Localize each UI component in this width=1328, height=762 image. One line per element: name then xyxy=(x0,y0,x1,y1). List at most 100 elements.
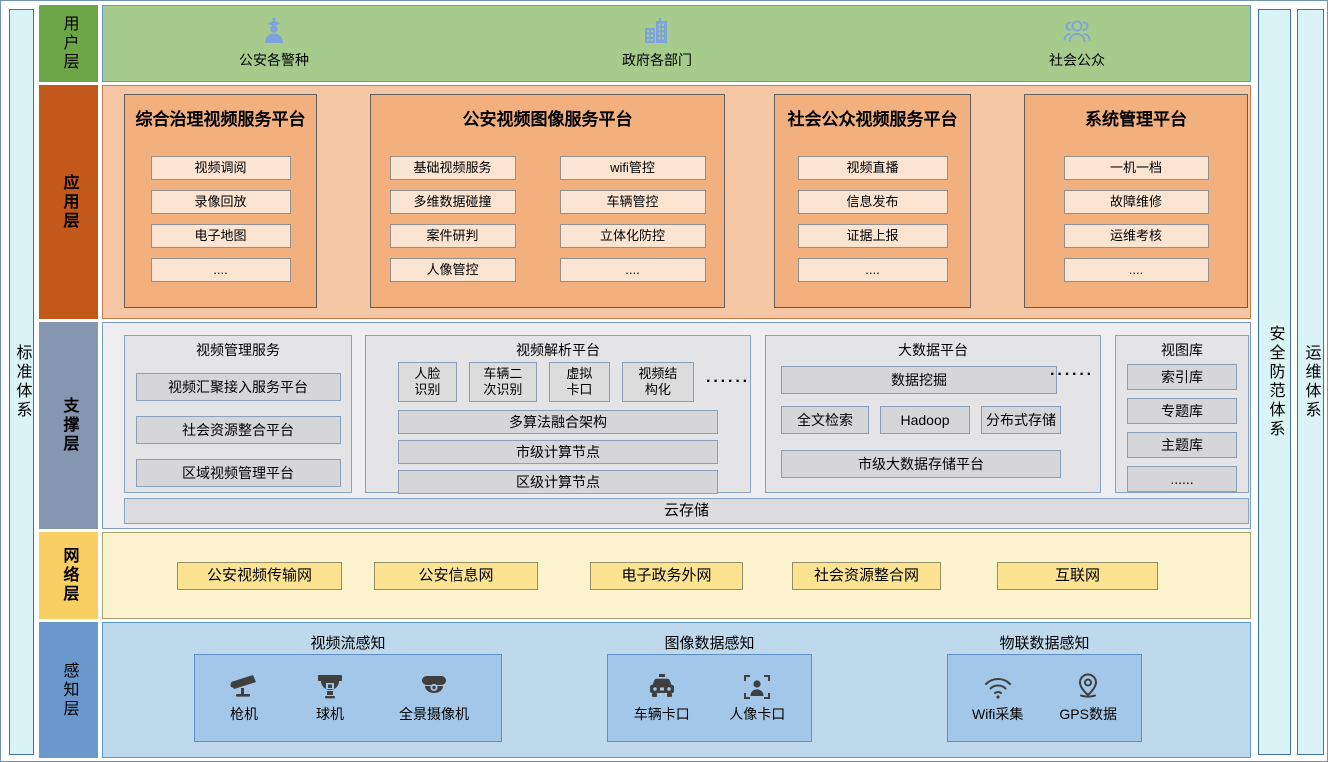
support-item: 专题库 xyxy=(1127,398,1237,424)
network-item: 电子政务外网 xyxy=(590,562,743,590)
device-box: 车辆卡口 人像卡口 xyxy=(607,654,812,742)
vehicle-checkpoint-icon xyxy=(649,674,674,697)
group-image-data-sensing: 图像数据感知 车辆卡口 xyxy=(607,632,812,742)
support-item: Hadoop xyxy=(880,406,970,434)
user-group-label: 社会公众 xyxy=(1049,52,1105,68)
ellipsis-dots: ······ xyxy=(706,373,750,390)
device-label: 全景摄像机 xyxy=(399,706,469,722)
app-item: 多维数据碰撞 xyxy=(389,190,516,214)
ops-system-bar: 运维体系 xyxy=(1297,9,1324,755)
user-layer-row: 公安各警种 政府各部门 xyxy=(102,5,1251,82)
device-bullet-camera: 枪机 xyxy=(227,672,261,724)
platform-title: 综合治理视频服务平台 xyxy=(135,110,306,129)
network-item: 互联网 xyxy=(997,562,1158,590)
panoramic-camera-icon xyxy=(422,676,446,693)
network-item: 社会资源整合网 xyxy=(792,562,941,590)
support-item: 分布式存储 xyxy=(981,406,1061,434)
government-buildings-icon xyxy=(645,18,667,43)
support-item: 区域视频管理平台 xyxy=(135,459,341,487)
support-item: ...... xyxy=(1127,466,1237,492)
device-label: GPS数据 xyxy=(1059,706,1117,722)
device-label: 人像卡口 xyxy=(729,706,786,722)
platform-system-management: 系统管理平台 一机一档 故障维修 运维考核 .... xyxy=(1024,94,1248,308)
user-group-police: 公安各警种 xyxy=(184,16,364,70)
wifi-icon xyxy=(984,678,1011,699)
app-item: 故障维修 xyxy=(1063,190,1209,214)
network-layer-row: 公安视频传输网 公安信息网 电子政务外网 社会资源整合网 互联网 xyxy=(102,532,1251,619)
support-item: 区级计算节点 xyxy=(398,470,718,494)
app-item: 立体化防控 xyxy=(559,224,706,248)
support-item: 主题库 xyxy=(1127,432,1237,458)
network-layer-label: 网络层 xyxy=(39,532,98,619)
group-title: 物联数据感知 xyxy=(999,635,1090,652)
app-item: 电子地图 xyxy=(150,224,291,248)
app-item: .... xyxy=(1063,258,1209,282)
platform-title: 公安视频图像服务平台 xyxy=(462,110,633,129)
support-item: 市级大数据存储平台 xyxy=(781,450,1061,478)
platform-title: 社会公众视频服务平台 xyxy=(787,110,958,129)
app-item: 车辆管控 xyxy=(559,190,706,214)
public-group-icon xyxy=(1063,20,1091,43)
device-gps-data: GPS数据 xyxy=(1059,672,1117,724)
network-item: 公安信息网 xyxy=(374,562,538,590)
group-video-stream-sensing: 视频流感知 枪机 xyxy=(194,632,502,742)
security-system-bar: 安全防范体系 xyxy=(1258,9,1291,755)
ops-system-label: 运维体系 xyxy=(1302,344,1320,420)
group-title: 视图库 xyxy=(1161,342,1203,358)
app-item: 信息发布 xyxy=(797,190,948,214)
support-layer-row: 视频管理服务 视频汇聚接入服务平台 社会资源整合平台 区域视频管理平台 视频解析… xyxy=(102,322,1251,529)
app-layer-label: 应用层 xyxy=(39,85,98,319)
standards-system-label: 标准体系 xyxy=(13,344,31,420)
cloud-storage-bar: 云存储 xyxy=(124,498,1249,524)
app-item: 运维考核 xyxy=(1063,224,1209,248)
group-video-analysis: 视频解析平台 人脸 识别 车辆二 次识别 虚拟 卡口 视频结 构化 ······… xyxy=(365,335,751,494)
group-video-library: 视图库 索引库 专题库 主题库 ...... xyxy=(1115,335,1249,493)
device-vehicle-checkpoint: 车辆卡口 xyxy=(634,672,690,724)
app-item: 一机一档 xyxy=(1063,156,1209,180)
analysis-chip: 人脸 识别 xyxy=(398,362,457,402)
support-item: 社会资源整合平台 xyxy=(135,416,341,444)
group-title: 视频管理服务 xyxy=(196,342,280,358)
user-group-government: 政府各部门 xyxy=(567,16,747,70)
police-officer-icon xyxy=(265,17,283,43)
user-group-label: 公安各警种 xyxy=(239,52,309,68)
network-item: 公安视频传输网 xyxy=(177,562,342,590)
analysis-chip: 虚拟 卡口 xyxy=(549,362,610,402)
analysis-chip: 车辆二 次识别 xyxy=(468,362,538,402)
app-item: 视频直播 xyxy=(797,156,948,180)
perception-layer-row: 视频流感知 枪机 xyxy=(102,622,1251,758)
support-item: 多算法融合架构 xyxy=(398,410,718,434)
group-title: 图像数据感知 xyxy=(664,635,755,652)
group-video-management: 视频管理服务 视频汇聚接入服务平台 社会资源整合平台 区域视频管理平台 xyxy=(124,335,352,493)
app-item: .... xyxy=(797,258,948,282)
support-item: 全文检索 xyxy=(781,406,869,434)
app-layer-row: 综合治理视频服务平台 视频调阅 录像回放 电子地图 .... 公安视频图像服务平… xyxy=(102,85,1251,319)
device-dome-camera: 球机 xyxy=(313,672,347,724)
app-item: 录像回放 xyxy=(150,190,291,214)
app-item: 视频调阅 xyxy=(150,156,291,180)
standards-system-bar: 标准体系 xyxy=(9,9,34,755)
app-item: 人像管控 xyxy=(389,258,516,282)
app-item: .... xyxy=(150,258,291,282)
group-title: 视频流感知 xyxy=(310,635,386,652)
group-title: 视频解析平台 xyxy=(516,342,600,358)
device-panoramic-camera: 全景摄像机 xyxy=(399,672,469,724)
security-system-label: 安全防范体系 xyxy=(1266,325,1284,439)
group-title: 大数据平台 xyxy=(898,342,968,358)
device-label: Wifi采集 xyxy=(972,706,1024,722)
platform-public-video-service: 社会公众视频服务平台 视频直播 信息发布 证据上报 .... xyxy=(774,94,971,308)
app-item: wifi管控 xyxy=(559,156,706,180)
dome-camera-icon xyxy=(318,675,342,699)
ellipsis-dots: ······ xyxy=(1050,366,1094,383)
device-wifi-collection: Wifi采集 xyxy=(972,672,1023,724)
device-box: Wifi采集 GPS数据 xyxy=(947,654,1142,742)
group-big-data: 大数据平台 数据挖掘 ······ 全文检索 Hadoop 分布式存储 市级大数… xyxy=(765,335,1101,493)
device-label: 枪机 xyxy=(230,706,258,722)
device-face-checkpoint: 人像卡口 xyxy=(729,672,785,724)
bullet-camera-icon xyxy=(230,675,256,697)
analysis-chip: 视频结 构化 xyxy=(621,362,695,402)
app-item: 基础视频服务 xyxy=(389,156,516,180)
group-iot-data-sensing: Wifi采集 GPS数据 物联数据感知 xyxy=(947,632,1142,742)
face-checkpoint-icon xyxy=(744,675,771,699)
